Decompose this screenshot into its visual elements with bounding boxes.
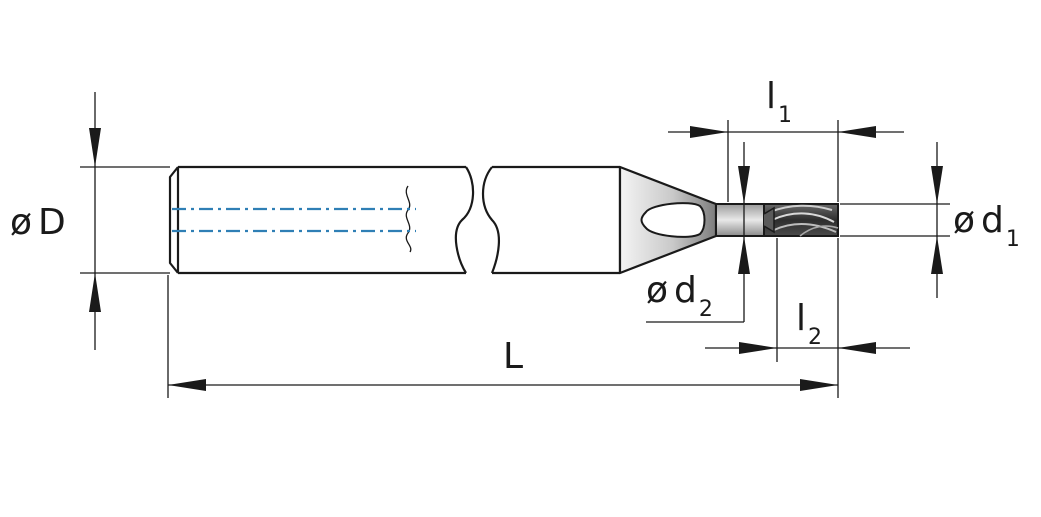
- svg-text:l1: l1: [766, 76, 792, 128]
- neck-diameter-index: 2: [699, 297, 713, 322]
- cutting-diameter-symbol: ø: [953, 200, 975, 241]
- reach-length-letter: l: [766, 76, 776, 117]
- neck: [715, 203, 765, 237]
- neck-diameter-letter: d: [674, 270, 697, 311]
- cutting-diameter-index: 1: [1006, 227, 1020, 252]
- shank-diameter-letter: D: [38, 202, 66, 243]
- dimension-overall-length: [167, 238, 839, 398]
- reach-length-index: 1: [778, 103, 792, 128]
- centerline: [172, 207, 416, 233]
- shank-diameter-symbol: ø: [10, 202, 32, 243]
- dimension-neck-diameter: [646, 142, 750, 323]
- svg-text:øD: øD: [10, 202, 66, 243]
- svg-text:ød2: ød2: [646, 270, 713, 322]
- svg-text:ød1: ød1: [953, 200, 1020, 252]
- svg-text:l2: l2: [796, 298, 822, 350]
- cutting-diameter-letter: d: [981, 200, 1004, 241]
- neck-diameter-symbol: ø: [646, 270, 668, 311]
- shank: [168, 165, 622, 275]
- flute-length-index: 2: [808, 325, 822, 350]
- dimension-shank-diameter: [80, 92, 170, 350]
- neck-taper: [618, 165, 718, 275]
- dimension-flute-length: [705, 238, 910, 362]
- flute-length-letter: l: [796, 298, 806, 339]
- overall-length-label: L: [503, 336, 523, 377]
- cutting-head: [763, 203, 839, 237]
- dimension-reach-length: [668, 120, 904, 202]
- dimension-cutting-diameter: [840, 142, 950, 298]
